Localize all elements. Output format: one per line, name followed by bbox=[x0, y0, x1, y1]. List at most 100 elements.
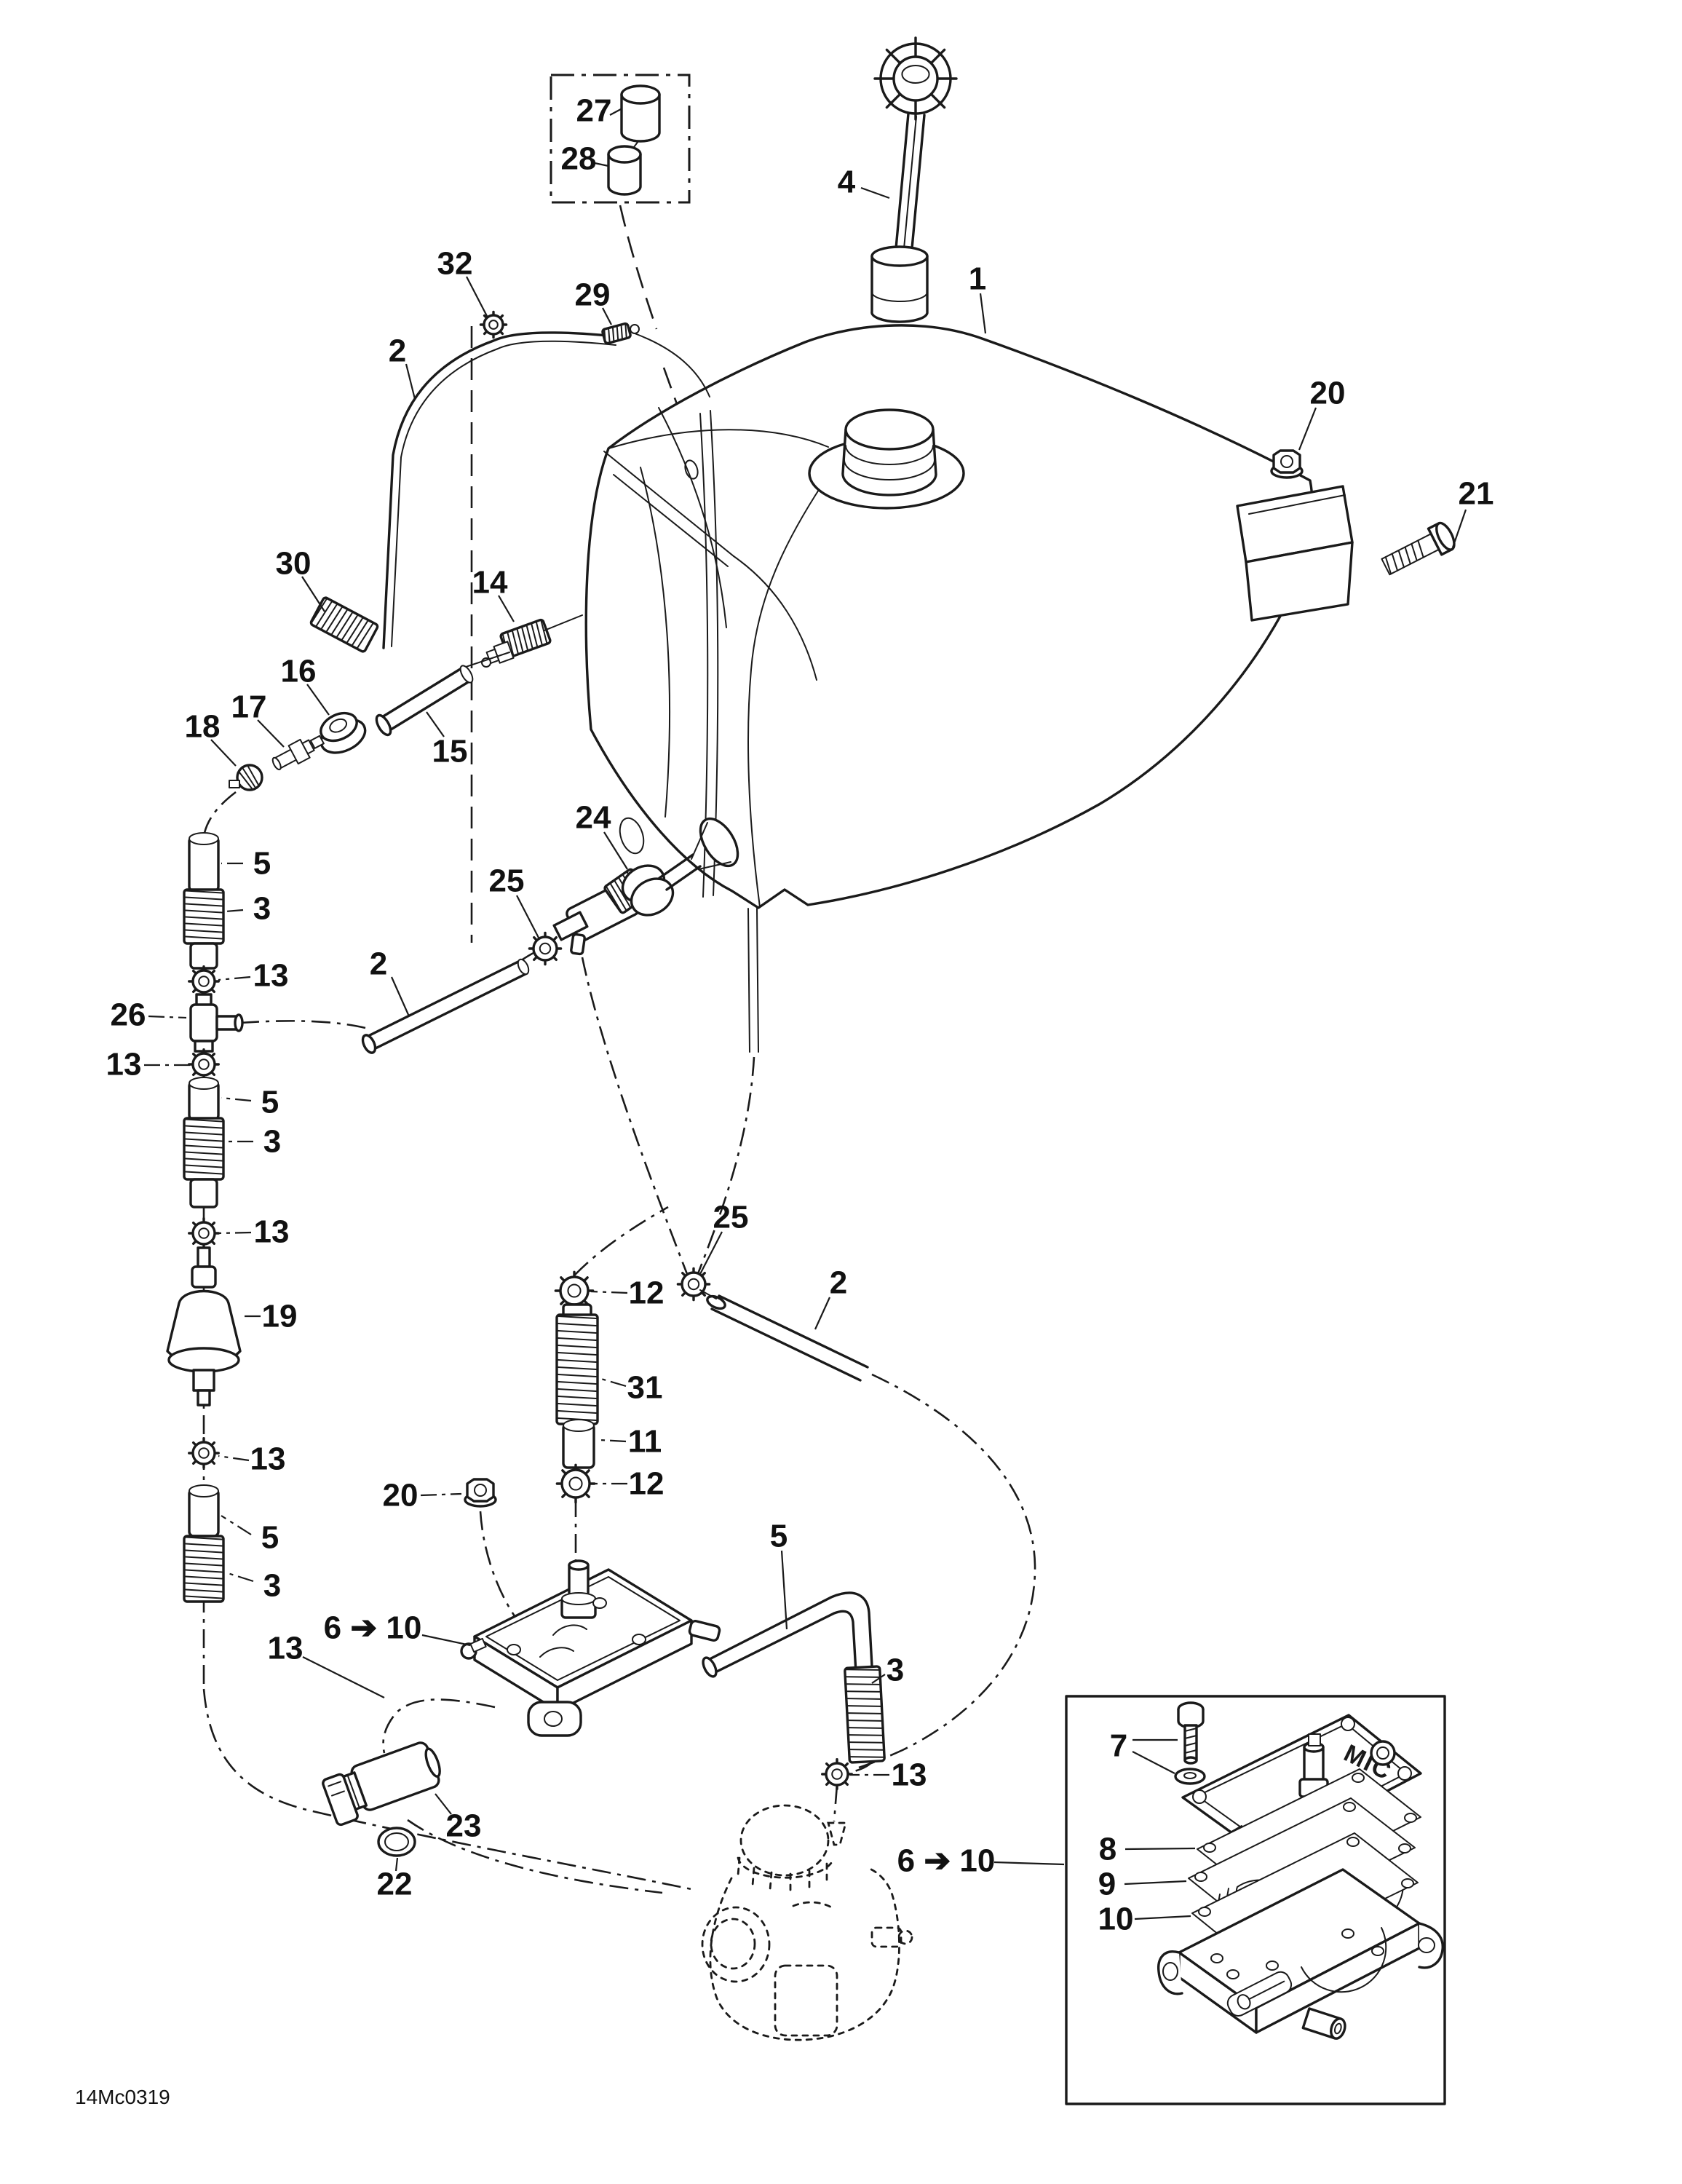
fuel-gauge-dipstick bbox=[870, 36, 958, 323]
throttle-cable-group bbox=[229, 596, 583, 791]
callout-label-23: 23 bbox=[446, 1808, 482, 1844]
callout-leader-5 bbox=[221, 1096, 252, 1102]
nut-20-lower bbox=[464, 1478, 497, 1508]
callout-label-15: 15 bbox=[432, 734, 468, 769]
callout-label-20: 20 bbox=[1310, 376, 1346, 411]
check-valve-19 bbox=[166, 1246, 242, 1406]
callout-label-16: 16 bbox=[281, 654, 317, 689]
callout-label-5: 5 bbox=[253, 846, 271, 882]
callout-leader-12 bbox=[590, 1290, 628, 1294]
callout-label-24: 24 bbox=[576, 800, 611, 836]
callout-leader-25 bbox=[699, 1231, 723, 1275]
callout-leader-3 bbox=[871, 1674, 886, 1684]
hose-clamp bbox=[479, 310, 508, 339]
callout-leader-32 bbox=[466, 276, 488, 318]
callout-label-13: 13 bbox=[250, 1441, 286, 1477]
callout-leader-8 bbox=[1124, 1847, 1196, 1851]
callout-leader-20 bbox=[420, 1492, 462, 1497]
pump-detail-box: MIC bbox=[1065, 1695, 1446, 2105]
upper-fuel-line bbox=[382, 310, 710, 649]
coil-spring bbox=[183, 1117, 225, 1181]
callout-label-3: 3 bbox=[263, 1124, 281, 1160]
callout-leader-20 bbox=[1298, 407, 1317, 451]
pump-mount-foot bbox=[527, 1701, 582, 1737]
callout-leader-21 bbox=[1451, 509, 1467, 548]
callout-label-32: 32 bbox=[437, 246, 473, 282]
hose-clamp bbox=[188, 1048, 220, 1080]
callout-leader-13 bbox=[302, 1656, 385, 1698]
callout-leader-2 bbox=[814, 1297, 831, 1330]
cap-28 bbox=[607, 145, 642, 196]
callout-leader-5 bbox=[780, 1550, 788, 1630]
callout-leader-31 bbox=[600, 1377, 627, 1388]
nut-20-upper bbox=[1270, 449, 1304, 479]
tank-side-box bbox=[1236, 485, 1354, 622]
callout-label-8: 8 bbox=[1099, 1832, 1116, 1867]
callout-label-10: 10 bbox=[1098, 1902, 1134, 1937]
doc-code: 14Mc0319 bbox=[75, 2086, 170, 2108]
coil-spring bbox=[555, 1313, 599, 1425]
filler-neck bbox=[808, 408, 965, 510]
dipstick-cap-gear bbox=[873, 36, 958, 121]
callout-label-7: 7 bbox=[1110, 1728, 1127, 1764]
callout-label-6 ➔ 10: 6 ➔ 10 bbox=[897, 1843, 996, 1879]
hose-clamp bbox=[188, 1437, 220, 1469]
callout-leader-11 bbox=[599, 1439, 627, 1443]
callout-label-18: 18 bbox=[185, 709, 221, 745]
callout-label-25: 25 bbox=[713, 1200, 749, 1235]
callout-leader-18 bbox=[210, 739, 237, 767]
callout-label-1: 1 bbox=[969, 261, 986, 297]
fuel-tank bbox=[584, 324, 1354, 909]
callout-leader-6 ➔ 10 bbox=[993, 1861, 1065, 1866]
callout-label-3: 3 bbox=[263, 1568, 281, 1604]
callout-leader-10 bbox=[1134, 1915, 1191, 1920]
callout-label-28: 28 bbox=[561, 141, 597, 177]
callout-label-3: 3 bbox=[886, 1653, 904, 1688]
cable-adjuster-17 bbox=[271, 735, 325, 771]
callout-leader-7 bbox=[1132, 1751, 1175, 1774]
callout-leader-3 bbox=[225, 909, 244, 913]
callout-label-2: 2 bbox=[389, 333, 406, 369]
callout-leader-27 bbox=[609, 108, 622, 116]
carburetor-phantom bbox=[701, 1804, 913, 2041]
callout-label-11: 11 bbox=[628, 1424, 662, 1460]
callout-label-13: 13 bbox=[254, 1214, 290, 1250]
callout-label-31: 31 bbox=[627, 1370, 663, 1406]
screw-7 bbox=[1177, 1701, 1205, 1765]
coil-spring bbox=[499, 618, 552, 659]
callout-leader-16 bbox=[306, 684, 330, 716]
primer-handle bbox=[691, 817, 739, 870]
callout-label-13: 13 bbox=[106, 1047, 142, 1083]
vent-caps-box bbox=[550, 74, 691, 204]
callout-label-19: 19 bbox=[262, 1299, 298, 1334]
callout-label-6 ➔ 10: 6 ➔ 10 bbox=[324, 1610, 422, 1646]
callout-leader-15 bbox=[426, 711, 445, 737]
callout-label-17: 17 bbox=[231, 689, 267, 725]
hose-clamp bbox=[554, 1270, 595, 1311]
tank-outlet-line bbox=[676, 1267, 869, 1382]
callout-leader-6 ➔ 10 bbox=[421, 1634, 471, 1647]
callout-label-12: 12 bbox=[629, 1275, 665, 1311]
bolt-21 bbox=[1381, 521, 1456, 576]
hose-clamp bbox=[188, 1217, 220, 1249]
callout-leader-5 bbox=[221, 1515, 252, 1535]
callout-label-25: 25 bbox=[489, 863, 525, 899]
t-fitting-26 bbox=[189, 993, 244, 1053]
callout-label-26: 26 bbox=[111, 997, 146, 1033]
callout-leader-29 bbox=[602, 307, 612, 325]
callout-leader-26 bbox=[148, 1015, 187, 1019]
callout-label-13: 13 bbox=[253, 958, 289, 994]
grommet-16 bbox=[320, 711, 367, 754]
callout-leader-3 bbox=[225, 1571, 254, 1583]
callout-label-14: 14 bbox=[472, 565, 508, 601]
fuel-valve bbox=[322, 1741, 441, 1857]
callout-label-22: 22 bbox=[377, 1867, 413, 1902]
callout-leader-24 bbox=[603, 831, 628, 870]
hose-clamp bbox=[676, 1267, 711, 1302]
pump-base bbox=[1157, 1868, 1444, 2040]
callout-leader-30 bbox=[301, 576, 325, 612]
callout-label-27: 27 bbox=[576, 93, 612, 129]
hose-clamp bbox=[821, 1758, 853, 1790]
callout-label-4: 4 bbox=[838, 165, 856, 200]
